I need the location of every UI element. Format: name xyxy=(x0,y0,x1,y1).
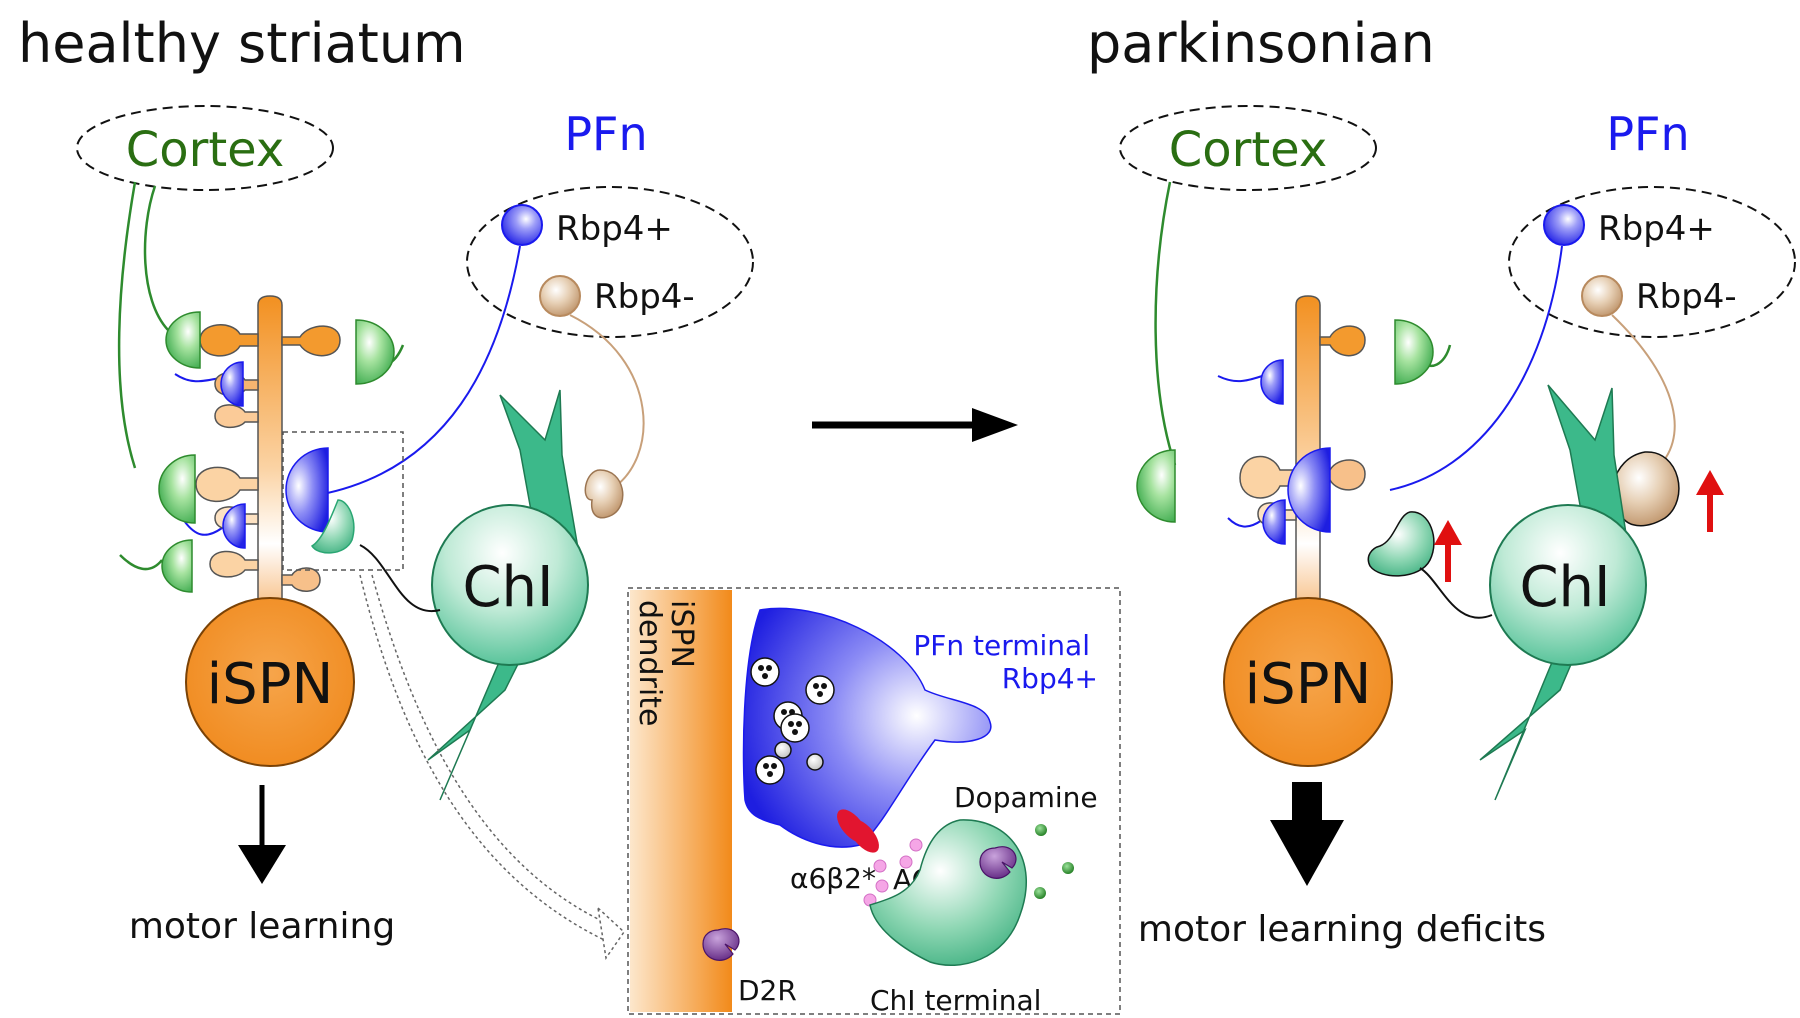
cortex-boutons-pd xyxy=(1136,319,1434,523)
zoom-pointer-arrow xyxy=(359,574,616,946)
ispn-label-pd: iSPN xyxy=(1245,652,1372,717)
increase-arrow-chi-terminal xyxy=(1434,520,1462,582)
motor-learning-deficits-label: motor learning deficits xyxy=(1138,909,1546,950)
chi-axon xyxy=(359,544,441,613)
rbp4-pos-label-pd: Rbp4+ xyxy=(1598,209,1715,249)
ispn-soma-pd xyxy=(1223,597,1393,767)
inset-ach-dots xyxy=(863,838,923,907)
pfn-bouton-large xyxy=(285,447,329,533)
right-panel: Cortex PFn Rbp4+ Rbp4- xyxy=(1119,105,1796,950)
increase-arrow-rbp4-neg xyxy=(1696,470,1724,532)
inset-a6b2-label: α6β2* xyxy=(790,862,876,895)
pfn-label-pd: PFn xyxy=(1606,107,1689,161)
pfn-label: PFn xyxy=(564,107,647,161)
pfn-small-axon-pd-2 xyxy=(1227,517,1263,528)
ispn-label: iSPN xyxy=(207,652,334,717)
inset-dopamine-label: Dopamine xyxy=(954,781,1098,814)
inset-chi-terminal-label: ChI terminal xyxy=(870,984,1041,1017)
inset-dendrite-label-1: iSPN xyxy=(664,600,699,668)
zoom-box xyxy=(282,431,404,571)
motor-learning-label: motor learning xyxy=(129,906,395,947)
cortex-axon-2 xyxy=(143,185,169,331)
inset-vesicles xyxy=(750,657,835,785)
chi-terminal-enlarged-pd xyxy=(1367,511,1435,577)
pfn-bouton-large-pd xyxy=(1287,447,1331,533)
pfn-region xyxy=(466,186,754,338)
pfn-small-axon-pd-1 xyxy=(1217,374,1266,383)
motor-deficit-arrow xyxy=(1292,782,1322,826)
rbp4-neg-axon-pd xyxy=(1611,314,1676,471)
inset-d2r-label: D2R xyxy=(738,974,797,1007)
pfn-small-axon-2 xyxy=(184,521,223,536)
pfn-boutons-small-pd xyxy=(1260,359,1286,545)
synapse-inset: iSPN dendrite PFn terminal Rbp4+ α6β2* xyxy=(627,587,1121,1017)
rbp4-pos-neuron xyxy=(501,204,543,246)
chi-axon-pd xyxy=(1419,567,1493,619)
inset-rbp4-label: Rbp4+ xyxy=(1002,662,1098,695)
ispn-dendrite xyxy=(257,295,283,641)
rbp4-neg-bouton xyxy=(584,469,624,519)
cortex-axon-pd-1 xyxy=(1154,181,1177,466)
inset-d2r-on-chi xyxy=(979,846,1017,879)
pfn-small-axon-1 xyxy=(174,373,221,383)
inset-pfn-terminal-label: PFn terminal xyxy=(913,629,1090,662)
cortex-region-pd xyxy=(1119,105,1377,191)
pfn-region-pd xyxy=(1508,186,1796,338)
rbp4-neg-label-pd: Rbp4- xyxy=(1636,277,1737,317)
rbp4-pos-label: Rbp4+ xyxy=(556,209,673,249)
cortex-region xyxy=(76,105,334,191)
inset-dendrite-label-2: dendrite xyxy=(632,600,667,726)
title-parkinsonian: parkinsonian xyxy=(1087,12,1435,75)
chi-terminal-small xyxy=(310,499,355,554)
cortex-label-pd: Cortex xyxy=(1169,122,1328,178)
ispn-spines-pd xyxy=(1239,325,1366,527)
rbp4-pos-neuron-pd xyxy=(1543,204,1585,246)
cortex-axon-1 xyxy=(117,181,137,469)
rbp4-neg-label: Rbp4- xyxy=(594,277,695,317)
chi-label-pd: ChI xyxy=(1519,555,1610,620)
inset-a6b2-receptor xyxy=(837,809,879,853)
pfn-axon-rbp4pos xyxy=(317,245,521,496)
pfn-axon-pd xyxy=(1389,245,1563,491)
chi-neuron xyxy=(359,389,589,801)
rbp4-neg-axon xyxy=(569,314,645,491)
chi-neuron-pd xyxy=(1419,384,1647,801)
left-panel: Cortex PFn Rbp4+ Rbp4- xyxy=(76,105,754,960)
chi-label: ChI xyxy=(462,555,553,620)
title-healthy-striatum: healthy striatum xyxy=(18,12,466,75)
rbp4-neg-neuron xyxy=(539,275,581,317)
pfn-boutons-small xyxy=(220,361,246,549)
cortex-boutons xyxy=(158,311,395,593)
inset-dopamine-dots xyxy=(1034,824,1074,899)
cortex-label: Cortex xyxy=(126,122,285,178)
ispn-soma xyxy=(185,597,355,767)
cortex-axon-4 xyxy=(119,554,163,571)
inset-d2r-on-dendrite xyxy=(702,928,740,961)
rbp4-neg-neuron-pd xyxy=(1581,275,1623,317)
inset-pfn-terminal xyxy=(742,607,992,848)
